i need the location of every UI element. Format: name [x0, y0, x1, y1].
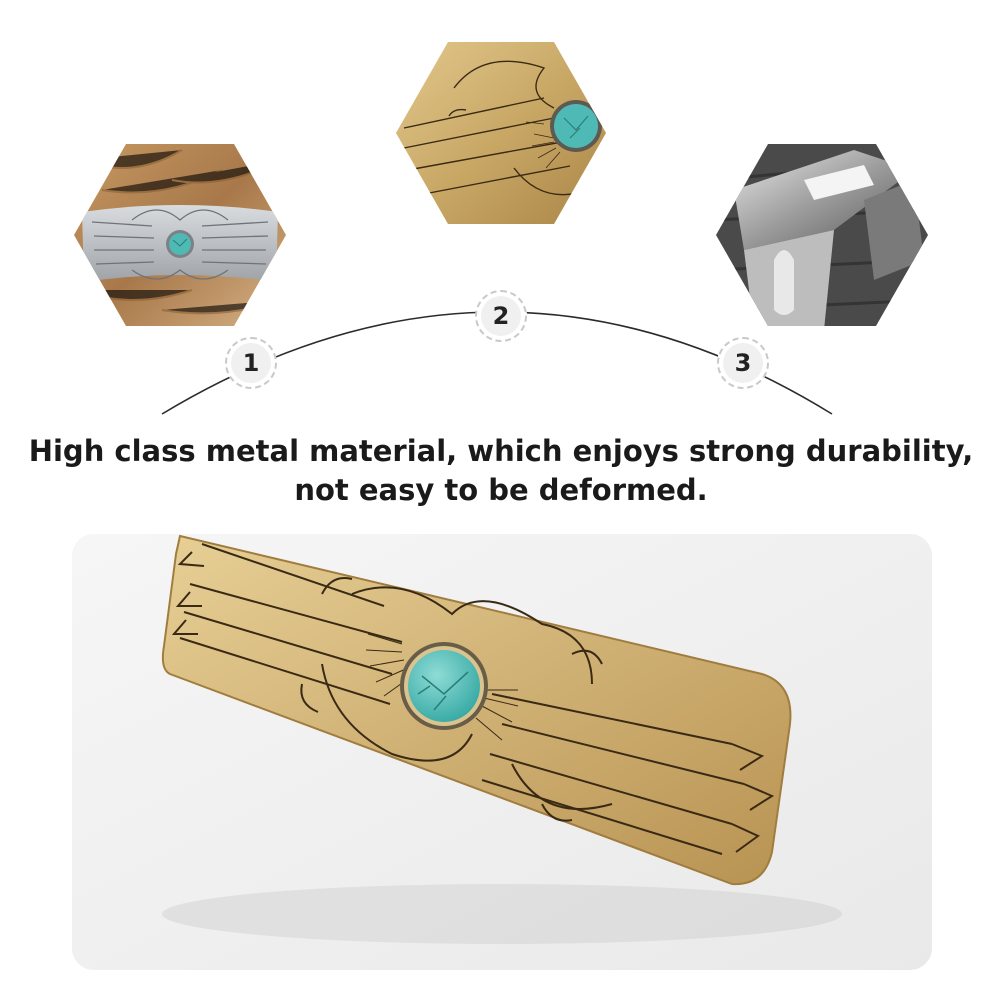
feature-headline: High class metal material, which enjoys … [0, 432, 1002, 510]
step-number-3: 3 [723, 343, 763, 383]
step-badge-1: 1 [225, 337, 277, 389]
gold-barrette-illustration [72, 534, 932, 970]
step-number-2: 2 [481, 296, 521, 336]
step-number-1: 1 [231, 343, 271, 383]
headline-line-1: High class metal material, which enjoys … [28, 434, 974, 468]
hexagon-image-gold-barrette [396, 42, 606, 224]
headline-line-2: not easy to be deformed. [294, 473, 708, 507]
step-badge-2: 2 [475, 290, 527, 342]
step-badge-3: 3 [717, 337, 769, 389]
main-product-photo [72, 534, 932, 970]
hexagon-image-silver-barrette [74, 144, 286, 326]
hexagon-image-clip-mechanism [716, 144, 928, 326]
